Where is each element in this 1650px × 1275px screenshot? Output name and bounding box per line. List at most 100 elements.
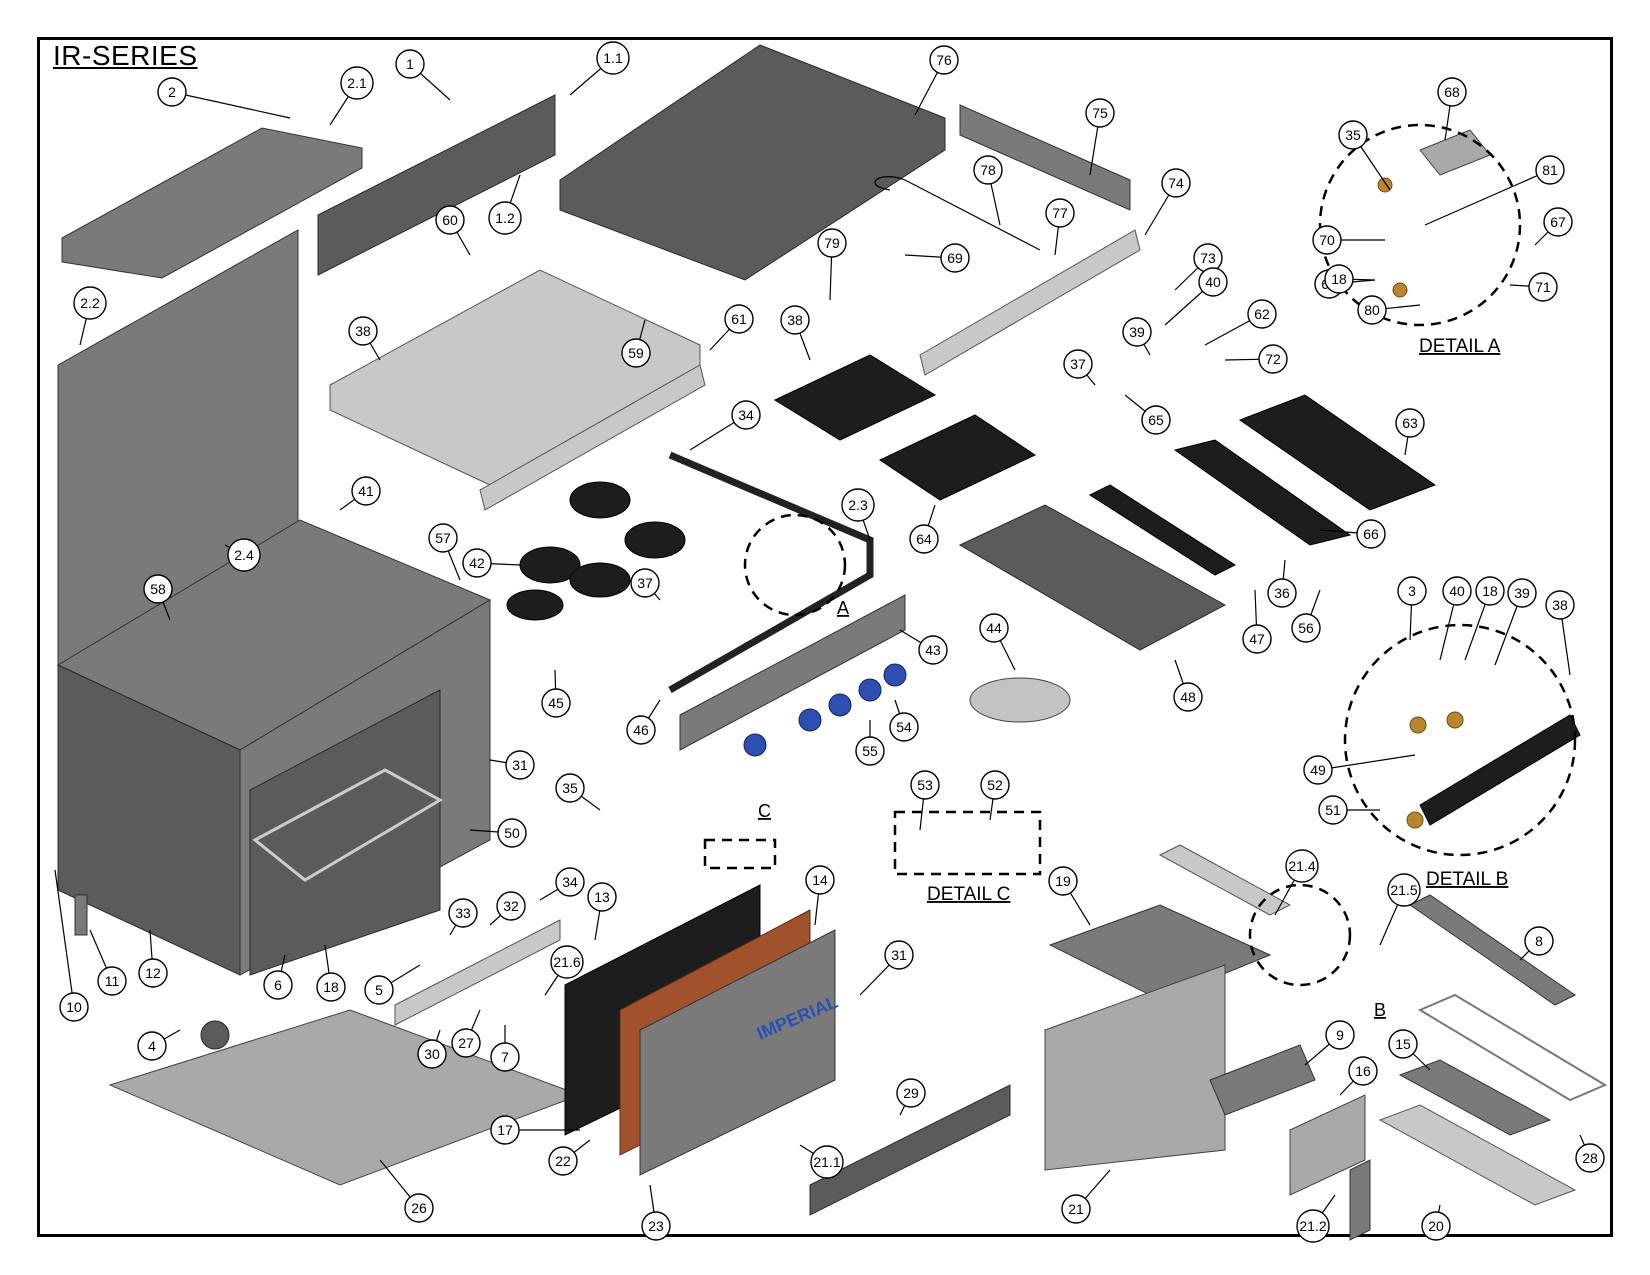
callout-number: 9 <box>1336 1027 1344 1043</box>
burner-ring <box>569 562 631 598</box>
callout-bubble: 51 <box>1318 795 1348 825</box>
callout-bubble: 1 <box>395 49 425 79</box>
callout-circle <box>1442 576 1472 606</box>
burner-frame <box>329 269 701 486</box>
fitting <box>1409 716 1427 734</box>
callout-number: 65 <box>1148 412 1164 428</box>
callout-bubble: 4 <box>137 1031 167 1061</box>
callout-bubble: 60 <box>435 205 465 235</box>
callout-circle <box>451 1028 481 1058</box>
callout-bubble: 38 <box>348 316 378 346</box>
callout-number: 21.6 <box>553 954 580 970</box>
callout-number: 33 <box>455 905 471 921</box>
callout-bubble: 31 <box>505 750 535 780</box>
callout-number: 46 <box>633 722 649 738</box>
fitting <box>1392 282 1408 298</box>
callout-number: 61 <box>731 311 747 327</box>
manifold-bracket <box>919 229 1141 376</box>
callout-circle <box>1045 198 1075 228</box>
manifold-36 <box>1419 714 1581 826</box>
callout-circle <box>490 1042 520 1072</box>
callout-bubble: 54 <box>889 712 919 742</box>
leader-line <box>171 91 291 119</box>
callout-number: 11 <box>105 973 120 989</box>
callout-bubble: 67 <box>1543 207 1573 237</box>
callout-number: 34 <box>738 407 754 423</box>
fitting <box>1446 711 1464 729</box>
callout-number: 79 <box>824 235 840 251</box>
callout-circle <box>940 243 970 273</box>
fitting <box>1406 811 1424 829</box>
callout-circle <box>340 66 374 100</box>
callout-number: 75 <box>1092 105 1108 121</box>
callout-bubble: 56 <box>1291 613 1321 643</box>
pan-28 <box>1398 1059 1552 1136</box>
callout-number: 72 <box>1265 351 1281 367</box>
callout-number: 52 <box>987 777 1003 793</box>
callout-circle <box>73 286 107 320</box>
callout-circle <box>1437 77 1467 107</box>
front-rail <box>479 364 706 511</box>
callout-bubble: 38 <box>780 305 810 335</box>
callout-bubble: 80 <box>1357 295 1387 325</box>
callout-number: 19 <box>1055 873 1071 889</box>
callout-circle <box>724 304 754 334</box>
callout-circle <box>417 1039 447 1069</box>
callout-circle <box>918 635 948 665</box>
callout-circle <box>980 770 1010 800</box>
callout-bubble: 62 <box>1247 299 1277 329</box>
callout-circle <box>496 891 526 921</box>
callout-bubble: 2.1 <box>340 66 374 100</box>
subdetail-c-label: C <box>758 801 771 821</box>
callout-number: 39 <box>1129 324 1145 340</box>
callout-circle <box>1247 299 1277 329</box>
callout-bubble: 15 <box>1388 1029 1418 1059</box>
radiant-42 <box>1173 439 1352 546</box>
callout-number: 57 <box>435 530 451 546</box>
detail-c-outline <box>893 810 1042 876</box>
detail-a-outline <box>1318 123 1522 327</box>
leader-line <box>1317 754 1416 771</box>
callout-number: 53 <box>917 777 933 793</box>
callout-number: 1 <box>406 56 414 72</box>
callout-circle <box>1475 576 1505 606</box>
callout-circle <box>505 750 535 780</box>
callout-bubble: 32 <box>496 891 526 921</box>
callout-number: 14 <box>812 872 828 888</box>
callout-number: 44 <box>986 620 1002 636</box>
callout-circle <box>1357 295 1387 325</box>
callout-circle <box>841 488 875 522</box>
subdetail-b-label: B <box>1374 1000 1386 1020</box>
callout-circle <box>548 1146 578 1176</box>
callout-circle <box>488 201 522 235</box>
backsplash-1.1 <box>317 94 556 276</box>
callout-circle <box>555 867 585 897</box>
callout-number: 31 <box>512 757 528 773</box>
callout-bubble: 19 <box>1048 866 1078 896</box>
callout-bubble: 66 <box>1356 519 1386 549</box>
callout-number: 59 <box>628 345 644 361</box>
callout-bubble: 49 <box>1303 755 1333 785</box>
callout-bubble: 68 <box>1437 77 1467 107</box>
callout-number: 38 <box>787 312 803 328</box>
callout-circle <box>448 898 478 928</box>
callout-number: 78 <box>980 162 996 178</box>
callout-circle <box>1388 1029 1418 1059</box>
griddle-33 <box>1048 904 1272 1001</box>
callout-number: 20 <box>1428 1218 1444 1234</box>
callout-bubble: 17 <box>490 1115 520 1145</box>
kick-plate <box>809 1084 1011 1216</box>
callout-bubble: 53 <box>910 770 940 800</box>
callout-bubble: 18 <box>1324 264 1354 294</box>
callout-circle <box>1387 873 1421 907</box>
callout-bubble: 73 <box>1193 243 1223 273</box>
callout-number: 76 <box>936 52 952 68</box>
callout-bubble: 34 <box>555 867 585 897</box>
callout-circle <box>497 818 527 848</box>
callout-number: 66 <box>1363 526 1379 542</box>
callout-circle <box>1285 849 1319 883</box>
detail-b-label: DETAIL B <box>1426 869 1508 890</box>
tray-25 <box>1378 1104 1577 1206</box>
bottom-panel <box>108 1009 582 1186</box>
